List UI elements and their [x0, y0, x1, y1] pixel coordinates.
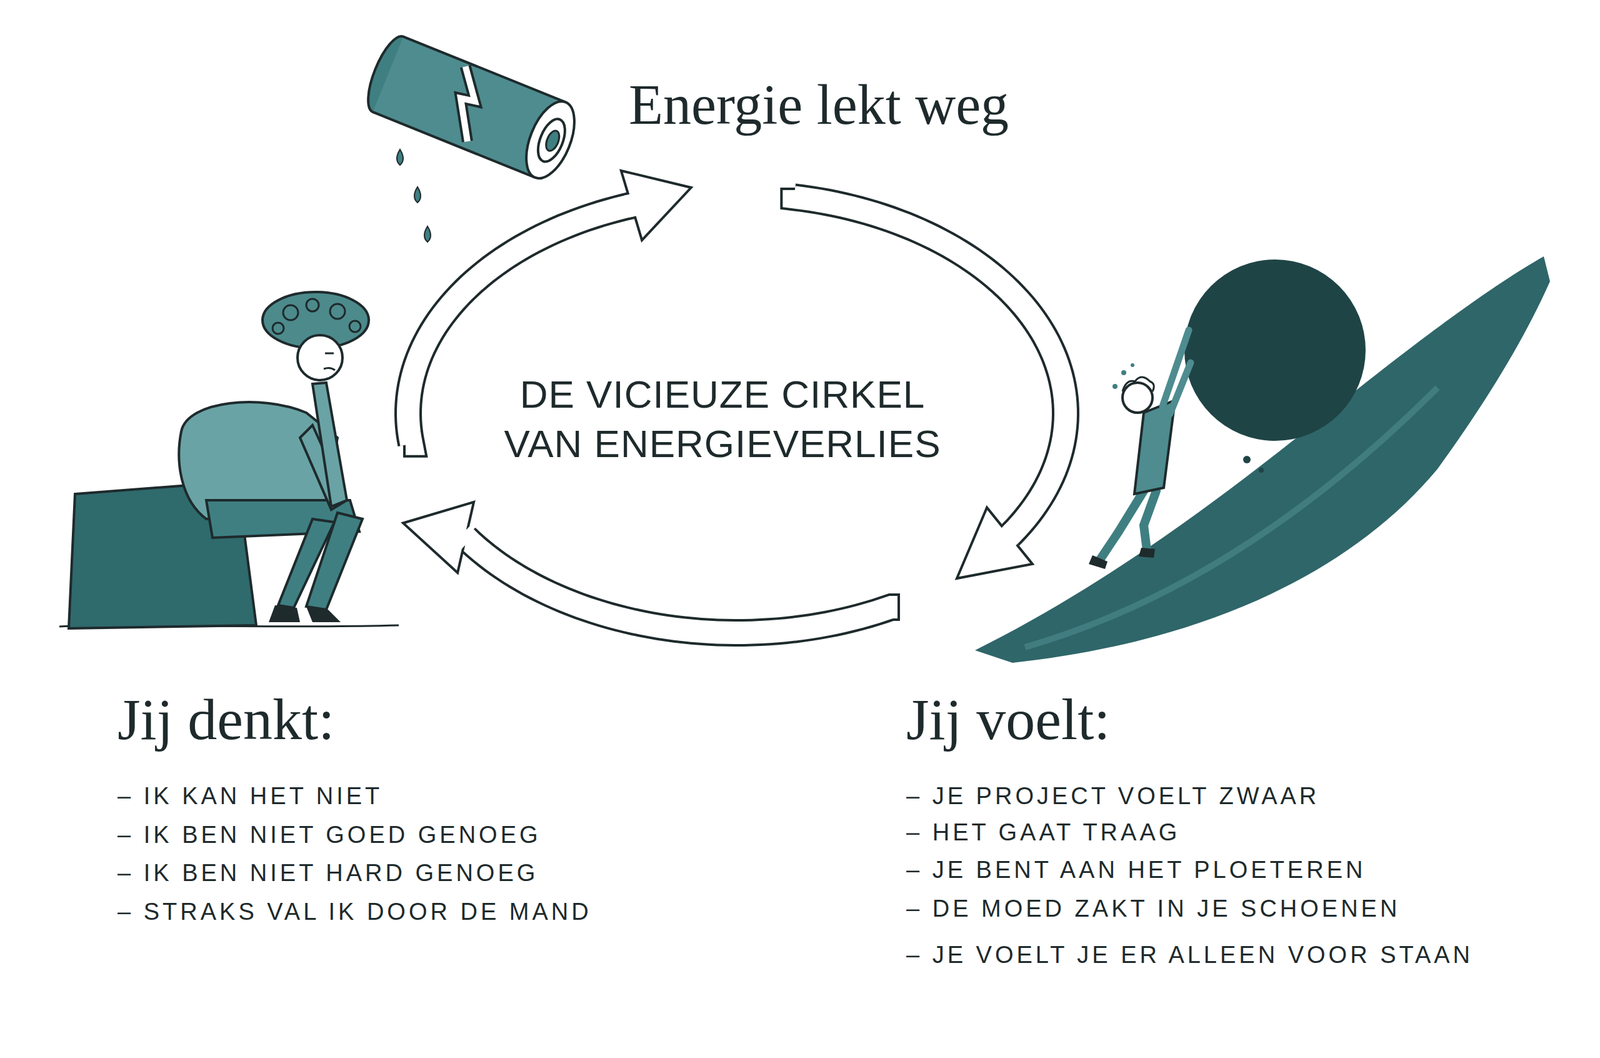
- shoe: [306, 606, 341, 622]
- node-heading: Jij denkt:: [117, 686, 335, 752]
- face: [297, 335, 343, 380]
- drop: [396, 149, 404, 165]
- list-item: – IK KAN HET NIET: [117, 781, 383, 810]
- leg: [1143, 490, 1157, 550]
- sweat-drop: [1130, 363, 1135, 367]
- shoe: [1088, 555, 1108, 569]
- list-slot: – HET GAAT TRAAG: [906, 818, 1180, 846]
- phase-node: Energie lekt weg: [618, 62, 1100, 188]
- phase-node: Jij voelt:: [900, 578, 1550, 760]
- list-item: – JE PROJECT VOELT ZWAAR: [906, 781, 1320, 810]
- shoe: [268, 605, 300, 622]
- list-item: – HET GAAT TRAAG: [906, 818, 1180, 846]
- list-item: – JE BENT AAN HET PLOETEREN: [906, 855, 1366, 884]
- battery-edge: [403, 36, 566, 103]
- list-item: – STRAKS VAL IK DOOR DE MAND: [117, 897, 592, 925]
- list-item: – IK BEN NIET GOED GENOEG: [117, 820, 542, 849]
- leg: [306, 512, 363, 610]
- arrow-fill: [465, 536, 898, 633]
- list-item: – DE MOED ZAKT IN JE SCHOENEN: [906, 894, 1400, 922]
- sweat-drop: [1121, 370, 1127, 375]
- boulder: [1184, 259, 1366, 441]
- splatter: [1243, 455, 1251, 464]
- arrow-outline: [465, 536, 900, 633]
- list-slot: – IK KAN HET NIET: [117, 781, 383, 810]
- list-slot: – JE PROJECT VOELT ZWAAR: [906, 781, 1320, 810]
- leaking-battery: [360, 31, 584, 185]
- eye: [325, 352, 334, 355]
- title-slot: DE VICIEUZE CIRKEL VAN ENERGIEVERLIES: [491, 369, 954, 469]
- list-slot: – DE MOED ZAKT IN JE SCHOENEN: [906, 894, 1400, 922]
- leg: [1100, 490, 1144, 560]
- arm: [1170, 362, 1191, 414]
- phase-node: Jij denkt:: [56, 250, 404, 760]
- shoe: [1138, 547, 1155, 558]
- hair-curl: [349, 320, 361, 332]
- battery-terminal: [532, 115, 570, 165]
- hair-curl: [330, 303, 345, 319]
- mouth: [323, 367, 335, 370]
- list-slot: – JE VOELT JE ER ALLEEN VOOR STAAN: [906, 940, 1474, 969]
- diagram-title: DE VICIEUZE CIRKEL VAN ENERGIEVERLIES: [491, 369, 954, 469]
- list-item: – IK BEN NIET HARD GENOEG: [117, 858, 539, 887]
- hair-curl: [272, 322, 284, 334]
- hair-curl: [306, 298, 319, 312]
- list-slot: – IK BEN NIET HARD GENOEG: [117, 858, 539, 887]
- lightning-outline: [439, 66, 494, 142]
- list-slot: – IK BEN NIET GOED GENOEG: [117, 820, 542, 849]
- cycle-arrow: [403, 501, 900, 633]
- hair: [1122, 376, 1154, 392]
- energy-drops: [396, 149, 431, 242]
- arrow-joint: [626, 204, 637, 207]
- drop: [424, 226, 431, 242]
- head: [1122, 382, 1153, 413]
- arrow-joint: [1006, 531, 1014, 539]
- arrow-fill: [793, 190, 1066, 536]
- list-slot: – STRAKS VAL IK DOOR DE MAND: [117, 897, 592, 925]
- battery-edge: [373, 111, 536, 178]
- arrow-head: [403, 501, 474, 573]
- drop: [414, 186, 421, 203]
- lightning-symbol: [439, 66, 494, 142]
- hair-curl: [283, 305, 299, 320]
- sweat-drop: [1112, 383, 1118, 389]
- arrow-joint: [461, 533, 469, 541]
- arrow-outline: [793, 187, 1066, 536]
- battery-cap: [516, 94, 585, 185]
- node-heading: Jij voelt:: [906, 686, 1110, 752]
- list-item: – JE VOELT JE ER ALLEEN VOOR STAAN: [906, 940, 1474, 969]
- battery-terminal: [543, 128, 562, 153]
- splatter: [1258, 467, 1264, 473]
- arrow-head: [621, 170, 692, 240]
- arrow-head: [956, 507, 1033, 579]
- list-slot: – JE BENT AAN HET PLOETEREN: [906, 855, 1366, 884]
- forearm: [312, 382, 347, 507]
- thinking-woman: [59, 291, 399, 629]
- node-heading: Energie lekt weg: [628, 73, 1009, 137]
